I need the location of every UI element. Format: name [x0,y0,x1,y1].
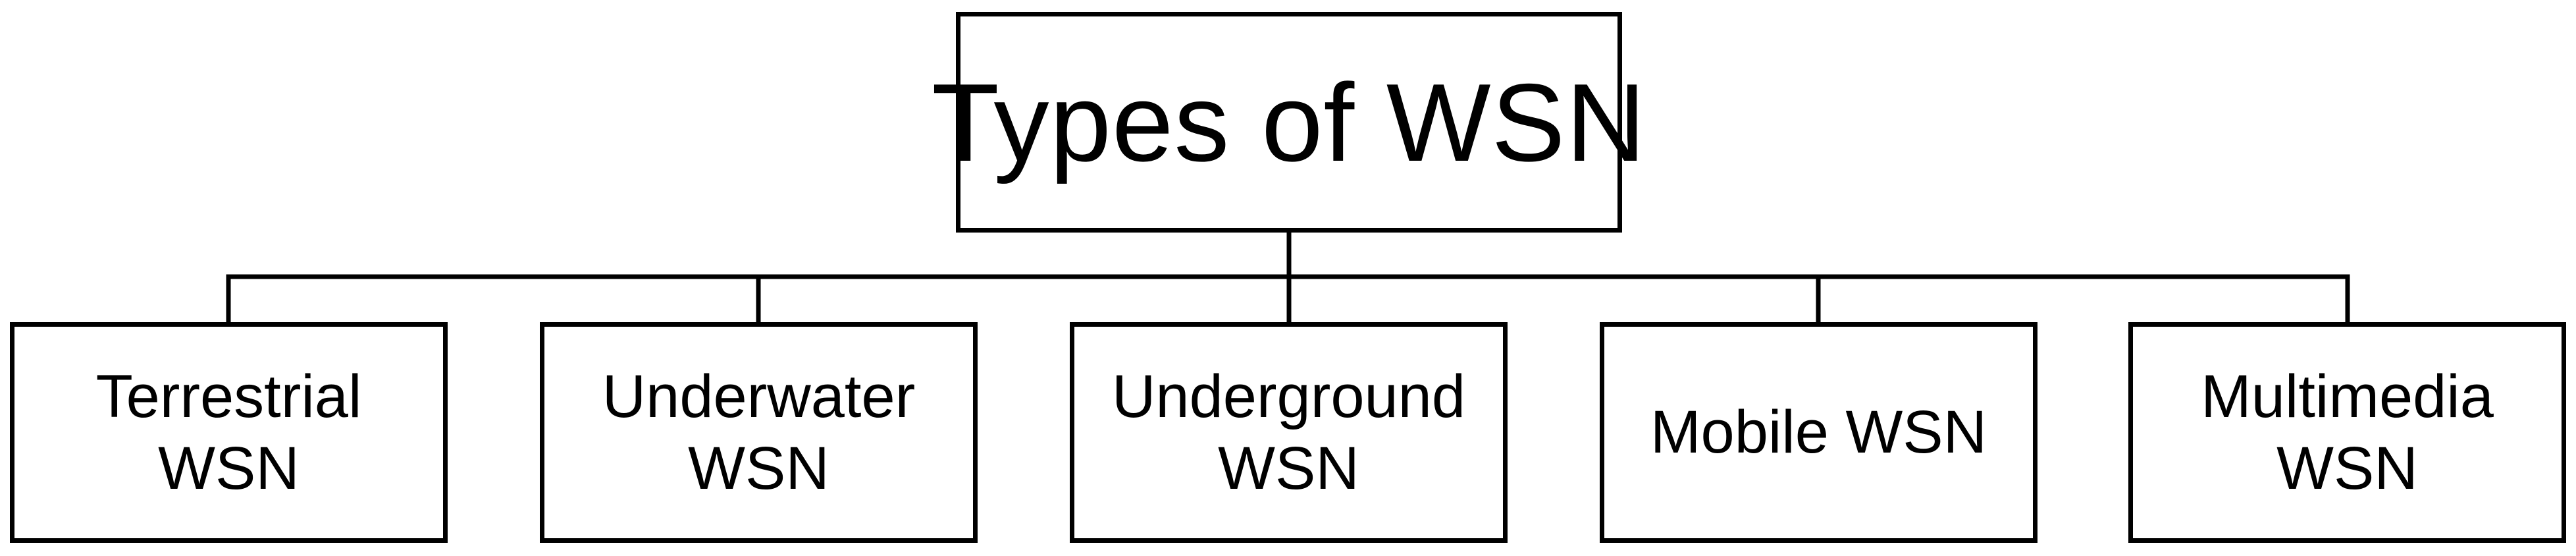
node-underground-wsn: Underground WSN [1070,322,1508,543]
node-terrestrial-wsn: Terrestrial WSN [10,322,448,543]
node-underwater-wsn: Underwater WSN [540,322,978,543]
node-label: Mobile WSN [1650,399,1987,466]
node-multimedia-wsn: Multimedia WSN [2128,322,2566,543]
node-label: Multimedia WSN [2201,362,2494,502]
node-label: Terrestrial WSN [95,362,362,502]
root-node: Types of WSN [932,12,1646,233]
node-label: Underwater WSN [602,362,916,502]
node-mobile-wsn: Mobile WSN [1600,322,2037,543]
root-node-label: Types of WSN [932,60,1646,184]
node-label: Underground WSN [1111,362,1466,502]
